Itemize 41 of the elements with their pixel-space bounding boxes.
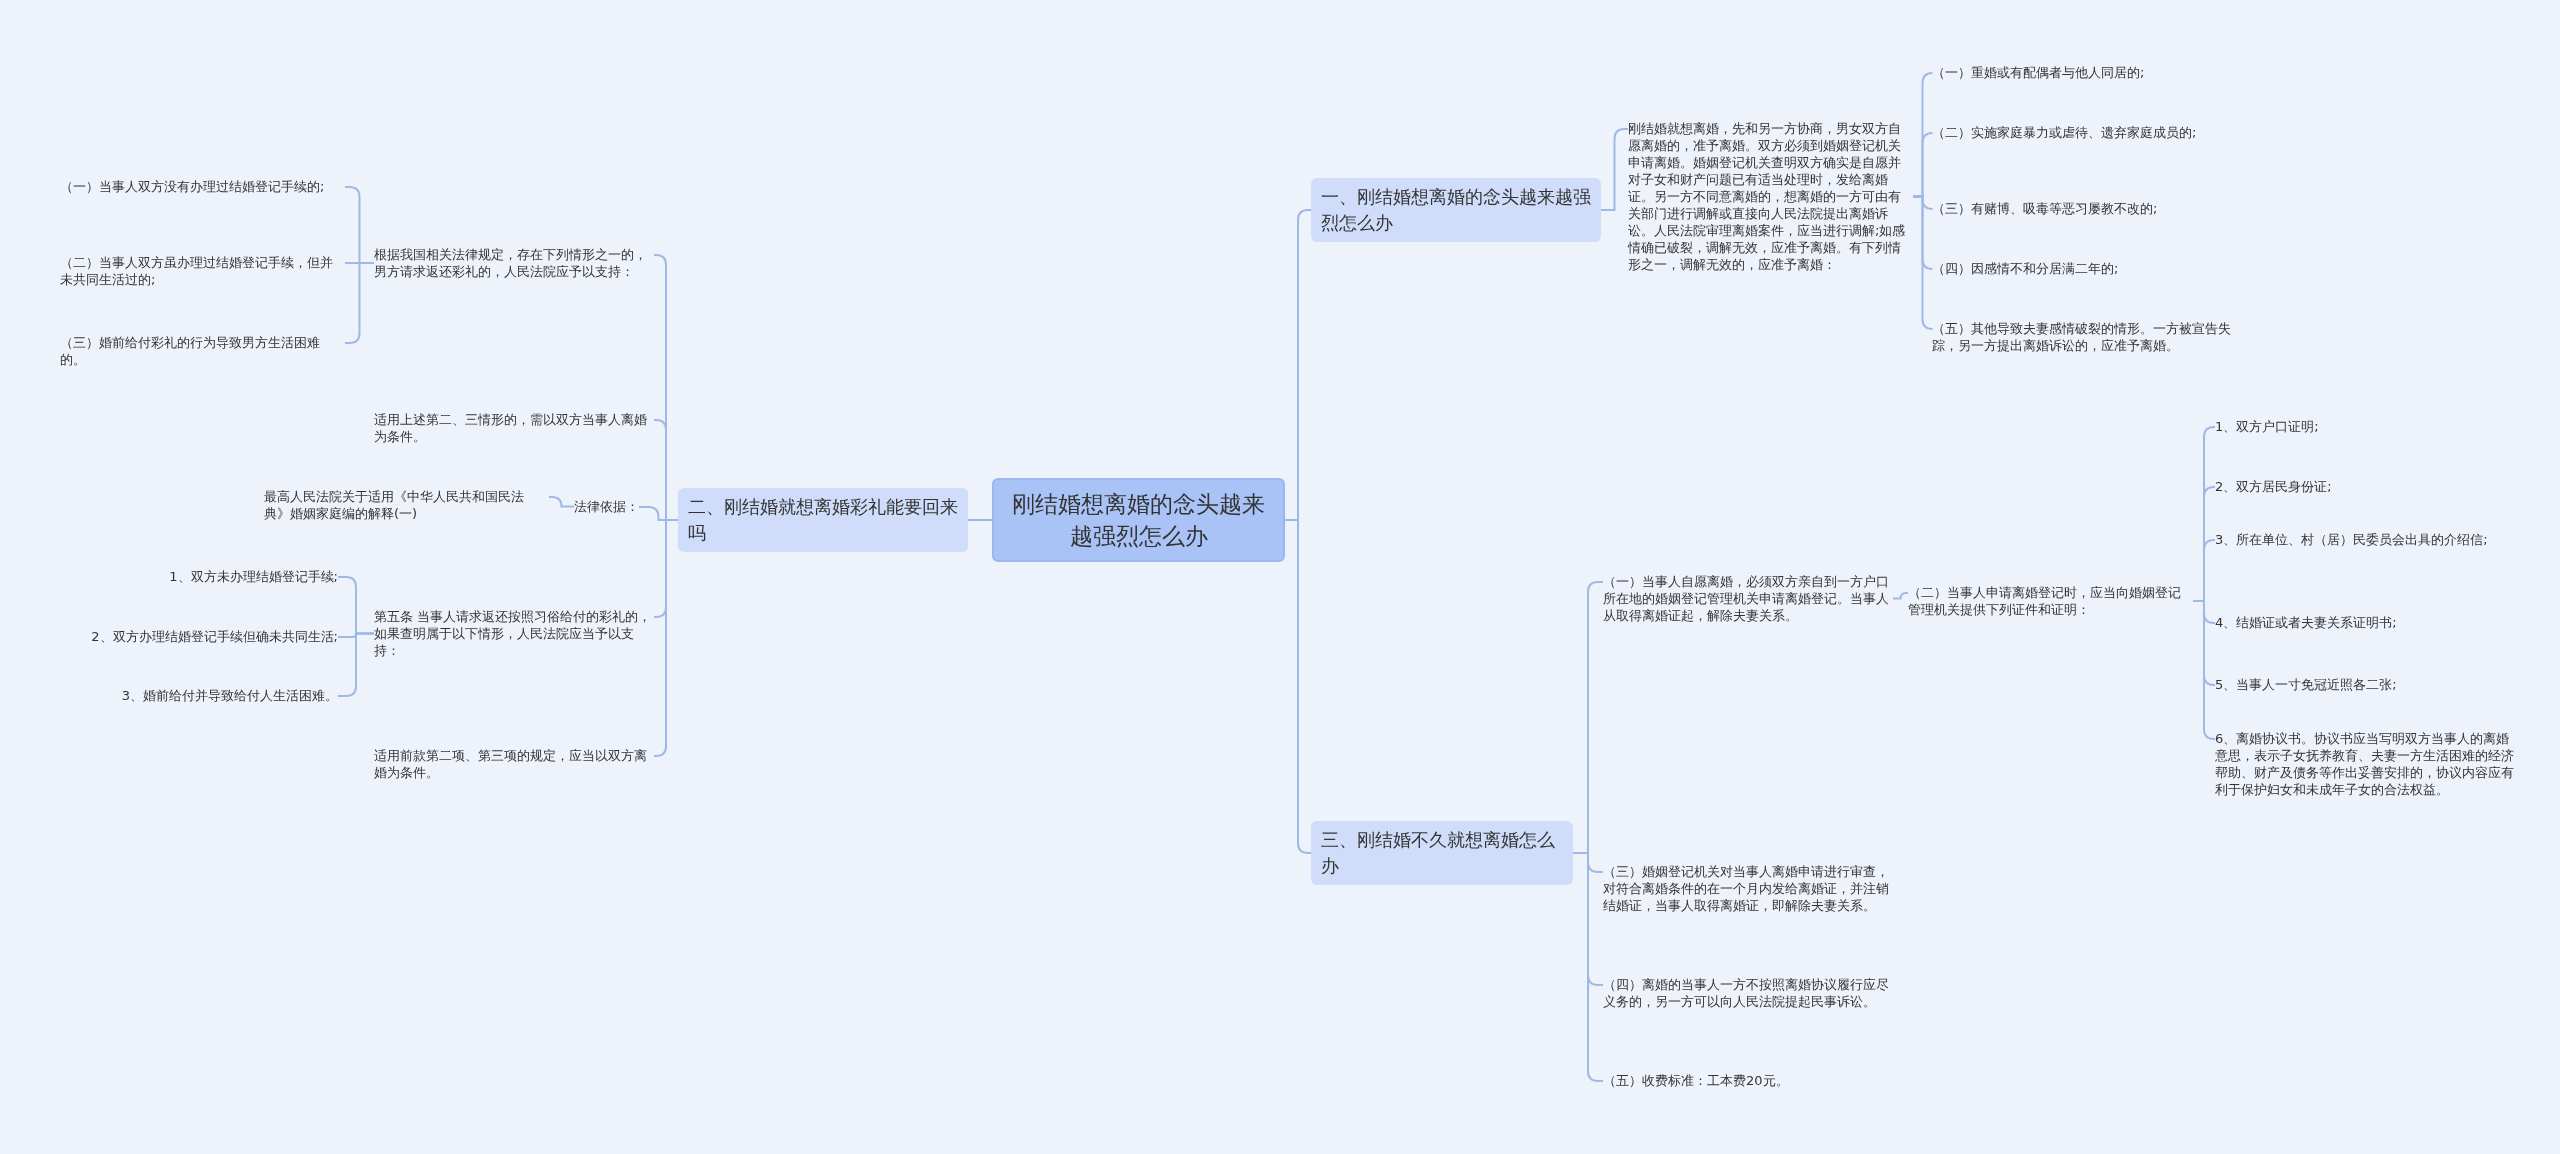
topic-text: （四）离婚的当事人一方不按照离婚协议履行应尽义务的，另一方可以向人民法院提起民事诉讼。 [1603,976,1890,1010]
connector-line [1892,592,1909,600]
topic-text: 法律依据： [574,498,639,515]
topic-text: 2、双方办理结婚登记手续但确未共同生活; [91,628,338,645]
topic-text: （一）当事人双方没有办理过结婚登记手续的; [60,178,326,195]
topic-text: 根据我国相关法律规定，存在下列情形之一的，男方请求返还彩礼的，人民法院应予以支持： [374,246,648,280]
topic-text: （一）当事人自愿离婚，必须双方亲自到一方户口所在地的婚姻登记管理机关申请离婚登记。当事人从取得离婚证起，解除夫妻关系。 [1603,573,1890,624]
branch-topic: 一、刚结婚想离婚的念头越来越强烈怎么办 [1311,178,1601,242]
connector-line [967,519,993,521]
branch-topic: 二、刚结婚就想离婚彩礼能要回来吗 [678,488,968,552]
connector-line [1912,195,1934,330]
topic-text: 适用前款第二项、第三项的规定，应当以双方离婚为条件。 [374,747,648,781]
topic-text: 适用上述第二、三情形的，需以双方当事人离婚为条件。 [374,411,648,445]
connector-line [1600,128,1629,211]
topic-text: 6、离婚协议书。协议书应当写明双方当事人的离婚意思，表示子女抚养教育、夫妻一方生活困难的经济帮助、财产及债务等作出妥善安排的，协议内容应有利于保护妇女和未成年子女的合法权益。 [2215,730,2515,798]
topic-text: 1、双方户口证明; [2215,418,2320,435]
connector-line [1284,519,1312,854]
topic-text: 1、双方未办理结婚登记手续; [169,568,338,585]
topic-text: 3、婚前给付并导致给付人生活困难。 [121,687,338,704]
topic-text: （二）当事人申请离婚登记时，应当向婚姻登记管理机关提供下列证件和证明： [1908,584,2182,618]
connector-line [653,519,679,757]
topic-text: （三）婚前给付彩礼的行为导致男方生活困难的。 [60,334,321,368]
topic-text: （五）收费标准：工本费20元。 [1603,1072,1790,1089]
topic-text: 3、所在单位、村（居）民委员会出具的介绍信; [2215,531,2489,548]
central-topic: 刚结婚想离婚的念头越来越强烈怎么办 [992,478,1285,562]
topic-text: （三）有赌博、吸毒等恶习屡教不改的; [1932,200,2159,217]
topic-text: 第五条 当事人请求返还按照习俗给付的彩礼的，如果查明属于以下情形，人民法院应当予以支持： [374,608,653,659]
topic-text: 4、结婚证或者夫妻关系证明书; [2215,614,2398,631]
topic-text: 刚结婚就想离婚，先和另一方协商，男女双方自愿离婚的，准予离婚。双方必须到婚姻登记机关申请离婚。婚姻登记机关查明双方确实是自愿并对子女和财产问题已有适当处理时，发给离婚证。另一方不同意离婚的，想离婚的一方可由有关部门进行调解或直接向人民法院提出离婚诉讼。人民法院审理离婚案件，应当进行调解;如感情确已破裂，调解无效，应准予离婚。有下列情形之一，调解无效的，应准予离婚： [1628,120,1907,273]
topic-text: （二）当事人双方虽办理过结婚登记手续，但并未共同生活过的; [60,254,334,288]
topic-text: 5、当事人一寸免冠近照各二张; [2215,676,2398,693]
topic-text: （四）因感情不和分居满二年的; [1932,260,2120,277]
topic-text: （三）婚姻登记机关对当事人离婚申请进行审查，对符合离婚条件的在一个月内发给离婚证，并注销结婚证，当事人取得离婚证，即解除夫妻关系。 [1603,863,1890,914]
topic-text: （一）重婚或有配偶者与他人同居的; [1932,64,2146,81]
branch-topic: 三、刚结婚不久就想离婚怎么办 [1311,821,1573,885]
topic-text: 最高人民法院关于适用《中华人民共和国民法典》婚姻家庭编的解释(一) [264,488,525,522]
topic-text: （二）实施家庭暴力或虐待、遗弃家庭成员的; [1932,124,2198,141]
topic-text: 2、双方居民身份证; [2215,478,2333,495]
connector-line [548,496,575,508]
topic-text: （五）其他导致夫妻感情破裂的情形。一方被宣告失踪，另一方提出离婚诉讼的，应准予离婚。 [1932,320,2232,354]
connector-line [344,262,375,344]
